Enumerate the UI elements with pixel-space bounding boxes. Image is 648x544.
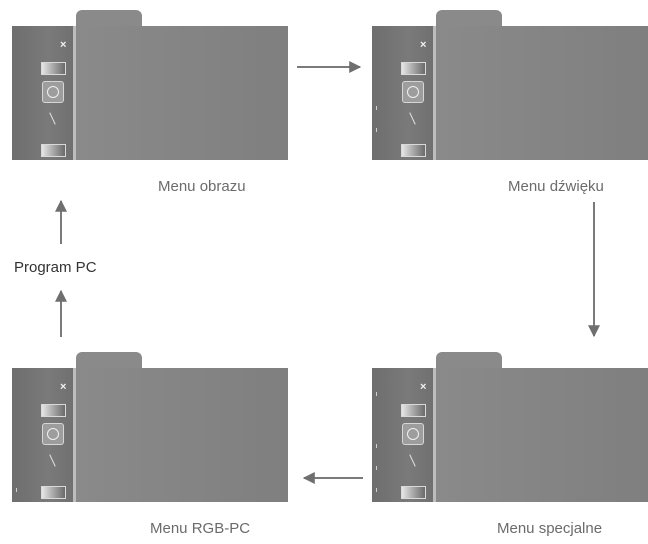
monitor-icon [41, 144, 66, 157]
panel-divider [433, 368, 436, 502]
picture-icon [401, 404, 426, 417]
panel-divider [73, 26, 76, 160]
label-menu-rgb-pc: Menu RGB-PC [150, 520, 251, 537]
picture-icon [41, 62, 66, 75]
tick-mark [376, 488, 377, 492]
panel-content [76, 26, 288, 160]
label-menu-specjalne: Menu specjalne [497, 520, 603, 537]
panel-content [436, 368, 648, 502]
tick-mark [376, 106, 377, 110]
speaker-icon [402, 423, 424, 445]
panel-menu-dzwieku: × [372, 10, 648, 160]
picture-icon [41, 404, 66, 417]
panel-divider [433, 26, 436, 160]
monitor-icon [401, 486, 426, 499]
tick-mark [16, 488, 17, 492]
monitor-icon [401, 144, 426, 157]
close-icon: × [60, 39, 67, 51]
close-icon: × [60, 381, 67, 393]
panel-content [436, 26, 648, 160]
speaker-icon [42, 81, 64, 103]
tick-mark [376, 444, 377, 448]
label-program-pc: Program PC [14, 259, 97, 276]
panel-content [76, 368, 288, 502]
tick-mark [376, 128, 377, 132]
label-menu-dzwieku: Menu dźwięku [508, 178, 604, 195]
speaker-icon [42, 423, 64, 445]
close-icon: × [420, 39, 427, 51]
close-icon: × [420, 381, 427, 393]
label-menu-obrazu: Menu obrazu [158, 178, 246, 195]
picture-icon [401, 62, 426, 75]
tick-mark [376, 392, 377, 396]
panel-menu-specjalne: × [372, 352, 648, 502]
speaker-icon [402, 81, 424, 103]
panel-divider [73, 368, 76, 502]
panel-menu-rgb-pc: × [12, 352, 288, 502]
panel-menu-obrazu: × [12, 10, 288, 160]
monitor-icon [41, 486, 66, 499]
tick-mark [376, 466, 377, 470]
